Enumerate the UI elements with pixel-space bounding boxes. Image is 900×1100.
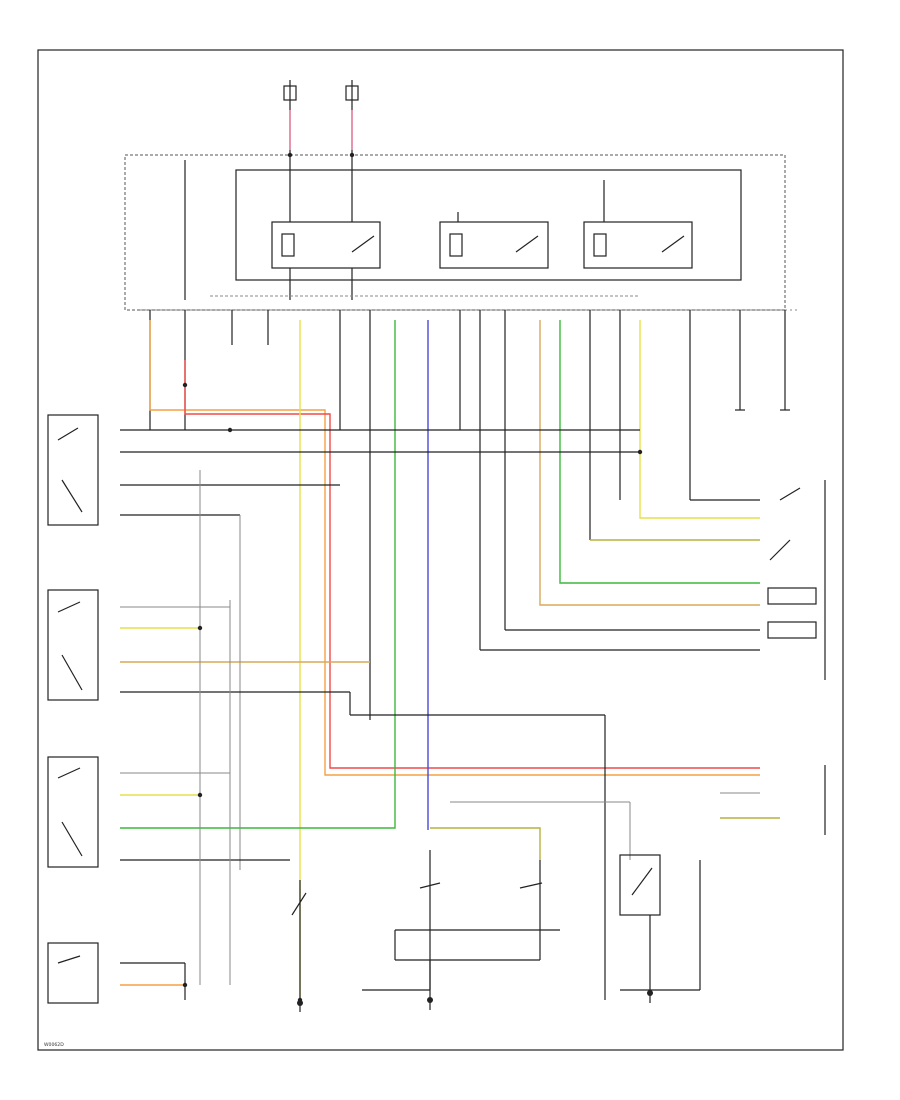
relay-icon	[583, 221, 693, 269]
switch-icon	[769, 539, 791, 561]
left-rear-window-switch	[47, 589, 99, 701]
switch-icon	[57, 427, 79, 441]
left-switch-group	[47, 414, 99, 1004]
switch-icon	[291, 892, 307, 916]
colored-wires	[120, 320, 780, 1000]
switch-icon	[779, 487, 801, 501]
olive-wire	[430, 827, 541, 860]
switch-icon	[661, 235, 685, 253]
relay-icon	[439, 221, 549, 269]
switch-icon	[519, 882, 543, 889]
connector-row	[140, 295, 800, 311]
green-wire	[559, 320, 760, 584]
vertical-wires	[149, 310, 786, 720]
right-rear-window-switch	[47, 756, 99, 868]
yellow-wire	[639, 320, 760, 519]
switch-icon	[631, 867, 653, 896]
diagram-border	[37, 49, 844, 1051]
tan-wire	[539, 320, 760, 606]
relay-group	[184, 160, 693, 300]
ground-icon	[427, 997, 433, 1010]
switch-icon	[57, 767, 81, 779]
horizontal-wires	[120, 429, 760, 1000]
coil-icon	[449, 233, 463, 257]
footer-code: W0062D	[44, 1042, 64, 1048]
coil-icon	[593, 233, 607, 257]
orange-wire	[149, 320, 760, 776]
switch-icon	[61, 479, 83, 513]
coil-icon	[281, 233, 295, 257]
switch-icon	[57, 955, 81, 964]
relay-icon	[271, 221, 381, 269]
driver-window-switch	[47, 414, 99, 526]
switch-icon	[351, 235, 375, 253]
right-switch-cluster	[767, 480, 826, 835]
fuse-icon	[345, 85, 359, 101]
switch-icon	[61, 821, 83, 857]
ground-icon	[647, 990, 653, 1003]
switch-icon	[419, 882, 441, 889]
bottom-components	[291, 850, 701, 1000]
switch-icon	[57, 601, 81, 613]
splice-nodes	[182, 152, 643, 1003]
switch-icon	[61, 654, 83, 691]
fuse-icon	[283, 85, 297, 101]
switch-icon	[515, 235, 539, 253]
relay-box	[235, 169, 742, 281]
green-wire	[120, 320, 396, 829]
red-wire	[184, 360, 760, 769]
lock-switch	[47, 942, 99, 1004]
